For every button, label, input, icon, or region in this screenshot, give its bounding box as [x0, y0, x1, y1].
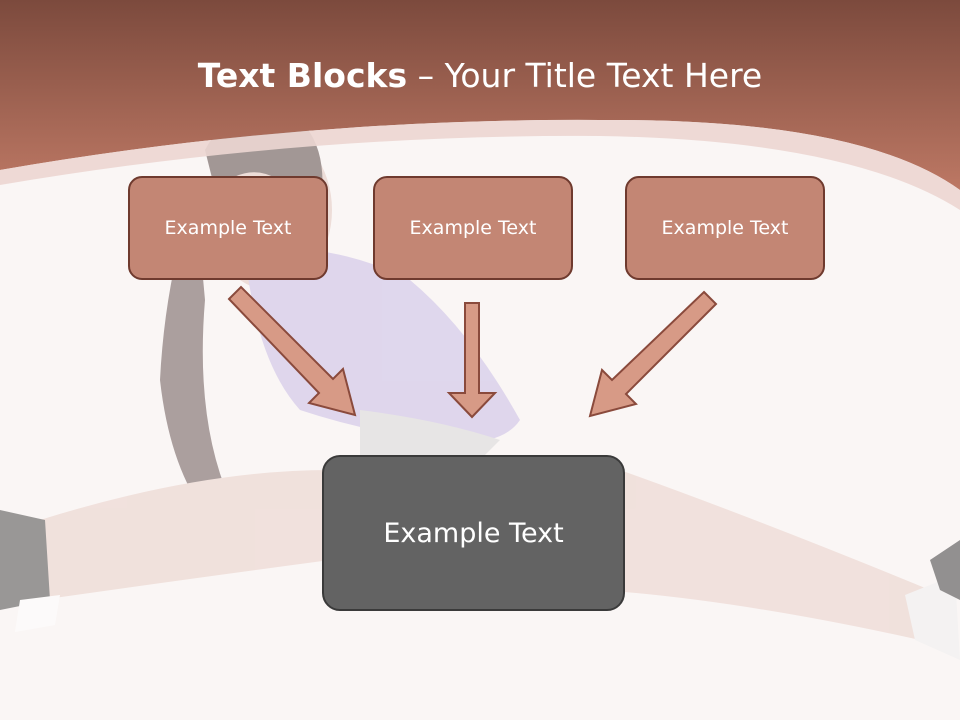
text-block-left-label: Example Text	[164, 217, 292, 239]
main-text-block[interactable]: Example Text	[322, 455, 625, 611]
title-separator: –	[407, 56, 445, 95]
text-block-left[interactable]: Example Text	[128, 176, 328, 280]
main-text-block-label: Example Text	[383, 517, 564, 549]
slide-title: Text Blocks – Your Title Text Here	[0, 56, 960, 96]
text-block-center[interactable]: Example Text	[373, 176, 573, 280]
title-bold-part: Text Blocks	[197, 56, 408, 95]
header-band	[0, 0, 960, 190]
text-block-right-label: Example Text	[661, 217, 789, 239]
text-block-right[interactable]: Example Text	[625, 176, 825, 280]
title-rest: Your Title Text Here	[444, 56, 763, 95]
header-swoosh	[0, 119, 960, 210]
text-block-center-label: Example Text	[409, 217, 537, 239]
